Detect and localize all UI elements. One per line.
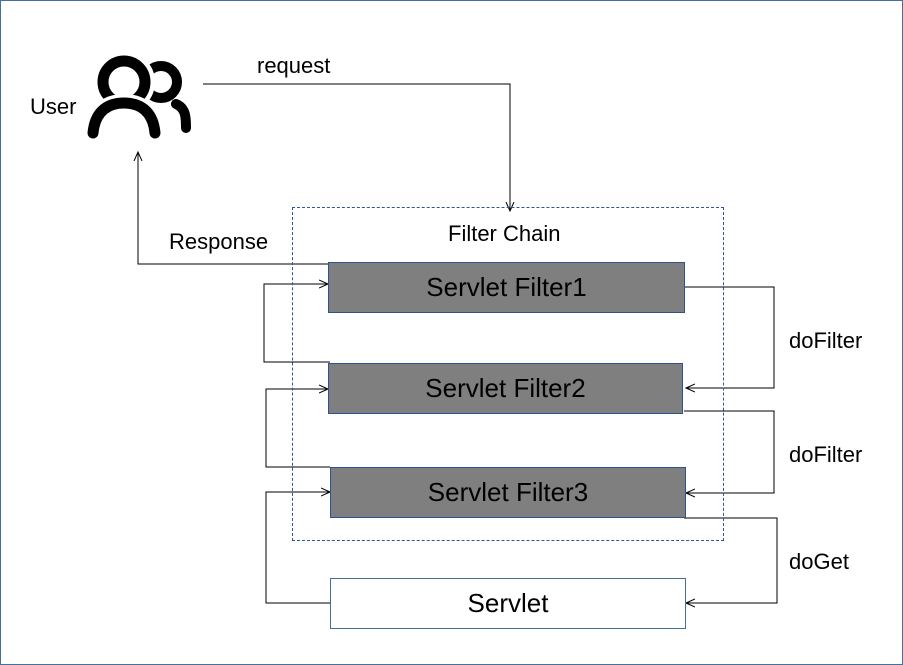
servlet-box: Servlet [330, 578, 686, 629]
dofilter-arrow-1 [684, 286, 775, 388]
user-label: User [30, 94, 77, 119]
response-label: Response [169, 229, 269, 254]
return-arrow-3 [265, 492, 330, 604]
filter-chain-box [292, 207, 724, 541]
servlet-filter-3: Servlet Filter3 [330, 467, 686, 518]
servlet-filter-1: Servlet Filter1 [328, 262, 685, 313]
return-arrow-1 [263, 284, 330, 363]
request-arrow [203, 83, 510, 211]
filter-chain-title: Filter Chain [448, 221, 561, 246]
doget-label: doGet [789, 549, 849, 574]
dofilter-label-1: doFilter [789, 328, 863, 353]
return-arrow-2 [265, 389, 330, 468]
dofilter-label-2: doFilter [789, 442, 863, 467]
request-label: request [257, 53, 331, 78]
dofilter-arrow-2 [684, 410, 775, 493]
response-arrow [138, 152, 330, 265]
doget-arrow [684, 517, 778, 603]
servlet-filter-2: Servlet Filter2 [328, 363, 683, 414]
users-icon [84, 51, 191, 142]
